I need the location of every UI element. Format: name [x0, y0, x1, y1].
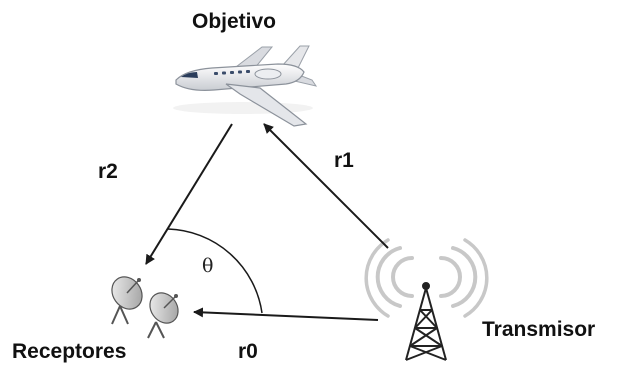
r0-label: r0 [238, 340, 258, 363]
receivers-label: Receptores [12, 340, 126, 363]
satellite-dish-icon [111, 276, 179, 339]
radio-wave-icon [364, 238, 489, 318]
r1-label: r1 [334, 149, 354, 172]
transmitter-label: Transmisor [482, 318, 595, 341]
target-label: Objetivo [192, 10, 276, 33]
theta-label: θ [202, 255, 213, 277]
arrow-r2 [145, 123, 233, 265]
radio-tower-icon [405, 282, 447, 361]
arrow-r1 [263, 123, 389, 249]
r2-label: r2 [98, 160, 118, 183]
arrow-r0 [193, 307, 379, 321]
angle-arc [167, 228, 263, 314]
airplane-icon [173, 45, 318, 127]
